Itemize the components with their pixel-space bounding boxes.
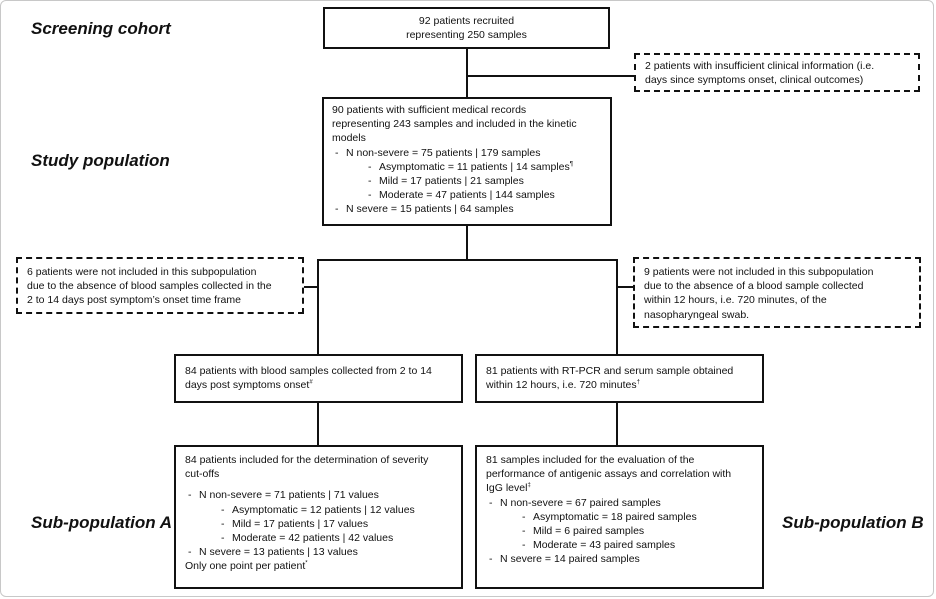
sub-a-moderate: Moderate = 42 patients | 42 values	[185, 531, 452, 545]
study-moderate: Moderate = 47 patients | 144 samples	[332, 188, 602, 202]
study-mild: Mild = 17 patients | 21 samples	[332, 174, 602, 188]
excluded-a-line-1: 6 patients were not included in this sub…	[27, 266, 257, 278]
study-line-1: 90 patients with sufficient medical reco…	[332, 104, 527, 116]
sub-a-footer-mark: *	[305, 560, 308, 567]
connector-exclusion-b	[618, 286, 634, 288]
sub-b-head-line-1: 81 patients with RT-PCR and serum sample…	[486, 365, 734, 377]
sub-b-moderate: Moderate = 43 paired samples	[486, 538, 753, 552]
excluded-b-line-4: nasopharyngeal swab.	[644, 308, 750, 321]
recruited-box: 92 patients recruited representing 250 s…	[323, 7, 610, 49]
excluded-clinical-line-1: 2 patients with insufficient clinical in…	[645, 60, 875, 72]
sub-a-footer-text: Only one point per patient	[185, 560, 306, 573]
connector-b-head-to-box	[616, 402, 618, 446]
excluded-b-line-1: 9 patients were not included in this sub…	[644, 266, 874, 278]
sub-a-spacer	[185, 481, 452, 488]
excluded-b-box: 9 patients were not included in this sub…	[633, 257, 921, 328]
study-asymptomatic: Asymptomatic = 11 patients | 14 samples¶	[332, 160, 602, 174]
excluded-a-line-2: due to the absence of blood samples coll…	[27, 280, 272, 293]
sub-a-severe: N severe = 13 patients | 13 values	[185, 545, 452, 559]
connector-exclusion-a	[303, 286, 317, 288]
sub-b-asymptomatic: Asymptomatic = 18 paired samples	[486, 510, 753, 524]
sub-a-asymptomatic: Asymptomatic = 12 patients | 12 values	[185, 503, 452, 517]
label-sub-population-a: Sub-population A	[31, 513, 173, 532]
sub-a-head-line-2: days post symptoms onset#	[185, 378, 452, 392]
sub-a-non-severe: N non-severe = 71 patients | 71 values	[185, 488, 452, 502]
sub-b-head-line-2: within 12 hours, i.e. 720 minutes†	[486, 378, 753, 392]
sub-b-head-line-2-text: within 12 hours, i.e. 720 minutes	[486, 379, 637, 392]
connector-screening-to-study	[466, 48, 468, 98]
study-non-severe: N non-severe = 75 patients | 179 samples	[332, 146, 602, 160]
excluded-clinical-line-2: days since symptoms onset, clinical outc…	[645, 74, 864, 87]
sub-b-head-box: 81 patients with RT-PCR and serum sample…	[475, 354, 764, 403]
sub-a-line-2: cut-offs	[185, 468, 220, 481]
study-asymptomatic-mark: ¶	[569, 161, 573, 168]
branch-horizontal-line	[317, 259, 617, 261]
sub-b-line-3-mark: ‡	[527, 482, 531, 489]
connector-branch-a	[317, 259, 319, 355]
sub-b-severe: N severe = 14 paired samples	[486, 552, 753, 566]
excluded-a-box: 6 patients were not included in this sub…	[16, 257, 304, 314]
sub-a-head-line-2-text: days post symptoms onset	[185, 379, 310, 392]
sub-a-head-line-1: 84 patients with blood samples collected…	[185, 365, 432, 377]
excluded-clinical-box: 2 patients with insufficient clinical in…	[634, 53, 920, 92]
sub-b-mild: Mild = 6 paired samples	[486, 524, 753, 538]
connector-study-to-branch	[466, 225, 468, 260]
sub-a-head-mark: #	[309, 379, 313, 386]
sub-b-line-2: performance of antigenic assays and corr…	[486, 468, 732, 481]
sub-a-mild: Mild = 17 patients | 17 values	[185, 517, 452, 531]
study-line-2: representing 243 samples and included in…	[332, 118, 577, 131]
sub-a-line-1: 84 patients included for the determinati…	[185, 454, 429, 466]
label-study-population: Study population	[31, 151, 170, 170]
sub-b-line-3-text: IgG level	[486, 482, 528, 495]
study-severe: N severe = 15 patients | 64 samples	[332, 202, 602, 216]
recruited-line-1: 92 patients recruited	[418, 15, 515, 27]
connector-branch-b	[616, 259, 618, 355]
sub-b-detail-box: 81 samples included for the evaluation o…	[475, 445, 764, 589]
sub-a-head-box: 84 patients with blood samples collected…	[174, 354, 463, 403]
connector-a-head-to-box	[317, 402, 319, 446]
sub-b-line-1: 81 samples included for the evaluation o…	[486, 454, 695, 466]
sub-b-non-severe: N non-severe = 67 paired samples	[486, 496, 753, 510]
study-asymptomatic-text: Asymptomatic = 11 patients | 14 samples	[379, 160, 570, 173]
connector-exclusion-clinical	[466, 75, 636, 77]
excluded-b-line-2: due to the absence of a blood sample col…	[644, 280, 864, 293]
label-sub-population-b: Sub-population B	[782, 513, 924, 532]
study-line-3: models	[332, 132, 366, 145]
sub-b-line-3: IgG level‡	[486, 481, 753, 495]
sub-a-footer: Only one point per patient*	[185, 559, 452, 573]
recruited-line-2: representing 250 samples	[406, 29, 527, 42]
excluded-a-line-3: 2 to 14 days post symptom’s onset time f…	[27, 294, 241, 307]
sub-a-detail-box: 84 patients included for the determinati…	[174, 445, 463, 589]
study-population-box: 90 patients with sufficient medical reco…	[322, 97, 612, 226]
excluded-b-line-3: within 12 hours, i.e. 720 minutes, of th…	[644, 294, 827, 307]
sub-b-head-mark: †	[636, 379, 640, 386]
label-screening-cohort: Screening cohort	[31, 19, 171, 38]
